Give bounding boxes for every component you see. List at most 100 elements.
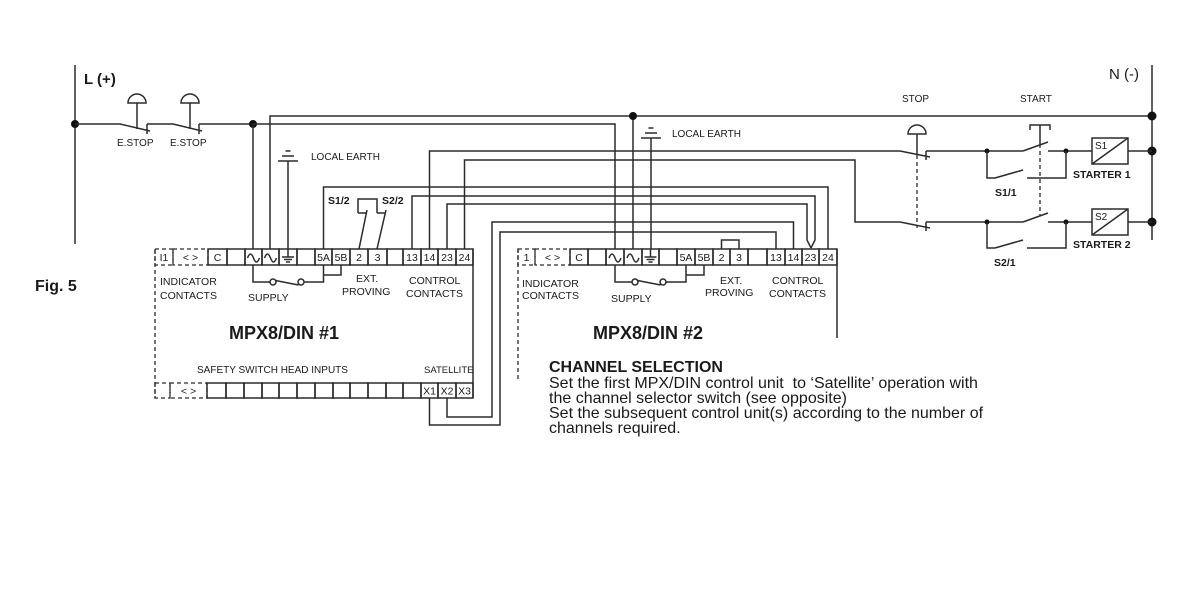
no-contact-icon	[994, 169, 1024, 179]
switch-terminal-icon	[297, 278, 305, 286]
m1-14-to-stop-wire	[428, 150, 900, 249]
m1-23-to-m2-23-wire	[446, 203, 812, 249]
proving-link	[357, 198, 385, 214]
estop-label: E.STOP	[117, 138, 154, 149]
terminal-cell: 5A	[314, 248, 333, 266]
terminal-box	[154, 382, 171, 399]
supply-switch-wire	[252, 265, 342, 283]
terminal-cell: X2	[437, 382, 457, 399]
terminal-label: 3	[736, 252, 742, 264]
terminal-label: < >	[183, 252, 198, 264]
supply-switch	[252, 265, 342, 286]
figure-label: Fig. 5	[35, 278, 77, 295]
terminal-label: 5B	[698, 252, 711, 264]
coil-box	[1091, 208, 1129, 236]
junction-node	[629, 112, 637, 120]
terminal-box	[154, 248, 174, 266]
control-contacts-label: CONTACTS	[406, 288, 463, 300]
safety-inputs-label: SAFETY SWITCH HEAD INPUTS	[197, 365, 348, 376]
control-contacts-label: CONTACTS	[769, 288, 826, 300]
terminal-box	[455, 382, 474, 399]
nc-contact-icon	[119, 123, 151, 134]
terminal-label: 2	[356, 252, 362, 264]
local-earth-1: LOCAL EARTH	[278, 150, 380, 249]
starter-coil: S1	[1091, 137, 1129, 165]
terminal-label: 24	[459, 252, 471, 264]
live-to-module2-wire	[253, 123, 616, 249]
nc-contact-icon	[172, 123, 203, 134]
channel-selection-line: Set the subsequent control unit(s) accor…	[549, 405, 984, 422]
starter-1-row: S1/1 S1 STARTER 1	[899, 137, 1152, 199]
earth-icon	[644, 249, 657, 263]
estop-2: E.STOP	[170, 93, 207, 149]
estop-1: E.STOP	[117, 93, 154, 149]
supply-label: SUPPLY	[248, 292, 289, 304]
start-button	[1029, 124, 1051, 216]
earth-icon	[641, 127, 661, 249]
terminal-label: 14	[788, 252, 800, 264]
coil-box	[1091, 137, 1129, 165]
indicator-contacts-label: INDICATOR	[522, 278, 579, 290]
terminal-cell: X3	[455, 382, 474, 399]
local-earth-2: LOCAL EARTH	[641, 127, 741, 249]
terminal-label: < >	[545, 252, 560, 264]
terminal-label: 13	[770, 252, 782, 264]
indicator-contacts-label: CONTACTS	[522, 290, 579, 302]
satellite-x1-wire	[428, 231, 777, 426]
starter-coil: S2	[1091, 208, 1129, 236]
module-title: MPX8/DIN #2	[593, 323, 703, 343]
terminal-label: 3	[375, 252, 381, 264]
switch-blade	[637, 279, 661, 286]
channel-selection-line: channels required.	[549, 420, 681, 437]
neutral-rail-group: N (-)	[1109, 65, 1157, 240]
ext-proving-label: EXT.	[356, 273, 378, 285]
mushroom-button-icon	[180, 93, 200, 129]
terminal-box	[818, 248, 838, 266]
indicator-contacts-label: INDICATOR	[160, 276, 217, 288]
motor-control-circuit: STOP START S1/1 S1 STARTE	[899, 94, 1152, 269]
mushroom-button-icon	[907, 124, 927, 155]
terminal-label: C	[575, 252, 583, 264]
supply-switch-wire	[614, 265, 705, 283]
ac-supply-icon	[608, 253, 622, 263]
hold-contact-label: S2/1	[994, 257, 1016, 269]
channel-selection-line: Set the first MPX/DIN control unit to ‘S…	[549, 375, 978, 392]
switch-terminal-icon	[269, 278, 277, 286]
channel-selection-note: CHANNEL SELECTION Set the first MPX/DIN …	[549, 359, 984, 437]
ac-supply-icon	[263, 253, 278, 263]
terminal-label: 23	[805, 252, 817, 264]
indicator-contacts-label: CONTACTS	[160, 290, 217, 302]
terminal-label: < >	[181, 386, 196, 398]
estop-label: E.STOP	[170, 138, 207, 149]
m1-5a-to-m2-24-wire	[322, 186, 829, 249]
stop-button	[907, 124, 927, 228]
nc-contact-icon	[899, 150, 931, 160]
stop-label: STOP	[902, 94, 929, 105]
ext-proving-label: EXT.	[720, 275, 742, 287]
terminal-label: I1	[160, 252, 169, 264]
no-contact-icon	[1022, 141, 1049, 152]
no-contact-icon	[1022, 212, 1049, 223]
earth-icon	[282, 249, 294, 263]
junction-node	[1147, 111, 1157, 121]
terminal-label: 1	[524, 252, 530, 264]
coil-diagonal	[1091, 137, 1129, 165]
terminal-label: X2	[441, 386, 454, 398]
terminal-cell: 24	[818, 248, 838, 266]
starter-label: STARTER 1	[1073, 169, 1131, 181]
hold-in-wire	[986, 222, 1067, 249]
m1-13-to-m2-23-wire	[411, 195, 816, 249]
terminal-label: 5A	[680, 252, 693, 264]
ext-proving-label: PROVING	[705, 287, 753, 299]
terminal-cell: 24	[455, 248, 474, 266]
terminal-label: 23	[441, 252, 453, 264]
terminal-cell	[154, 382, 171, 399]
satellite-label: SATELLITE	[424, 365, 473, 376]
nc-contact-icon	[899, 221, 931, 231]
